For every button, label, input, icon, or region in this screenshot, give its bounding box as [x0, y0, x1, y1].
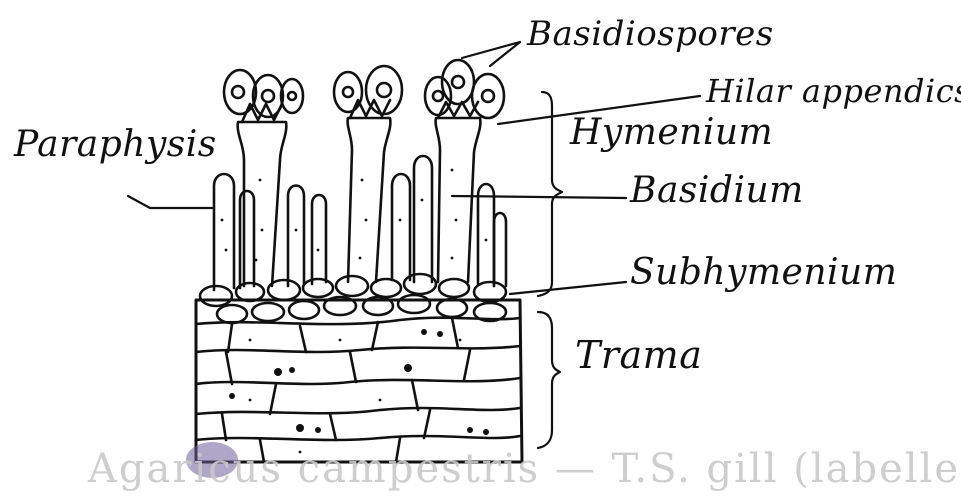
- label-hilar-appendix: Hilar appendics: [706, 72, 961, 110]
- label-basidiospores: Basidiospores: [527, 14, 774, 54]
- paraphyses: [214, 156, 506, 290]
- trama-tissue: [196, 300, 522, 462]
- label-trama: Trama: [575, 333, 702, 377]
- label-paraphysis: Paraphysis: [14, 124, 217, 165]
- label-basidium: Basidium: [630, 170, 804, 211]
- label-hymenium: Hymenium: [570, 112, 773, 153]
- caption-faint: Agaricus campestris — T.S. gill (labelle…: [88, 446, 961, 492]
- label-subhymenium: Subhymenium: [630, 252, 897, 293]
